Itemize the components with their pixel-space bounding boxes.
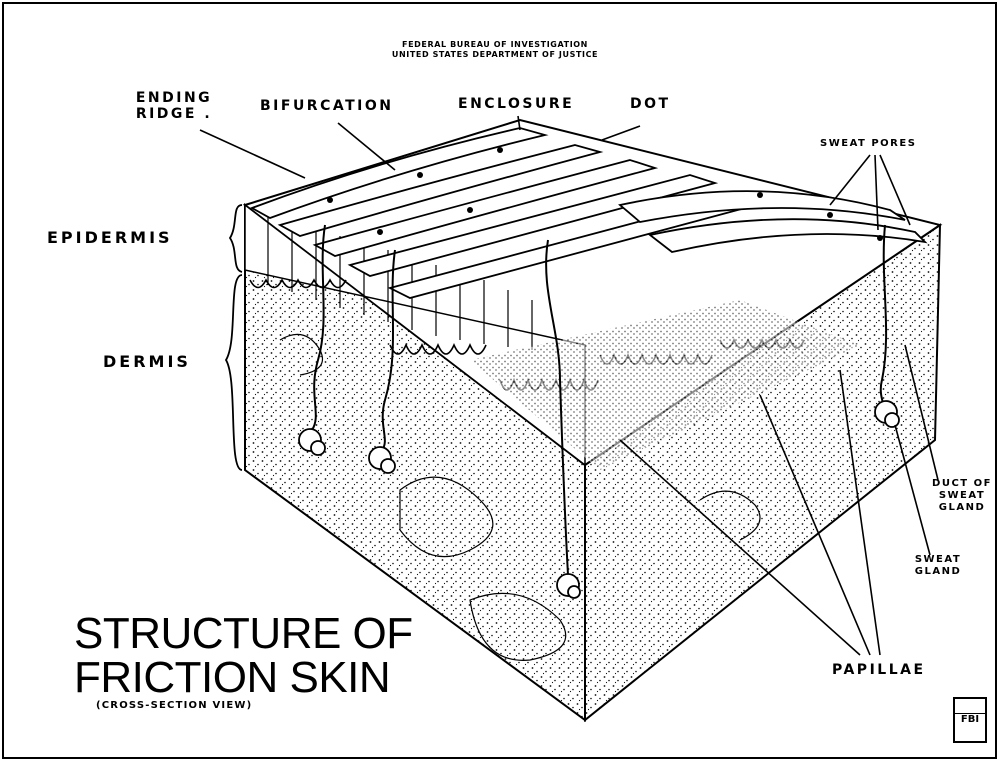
leader-ending-ridge <box>200 130 305 178</box>
title-line-1: STRUCTURE OF <box>74 612 413 656</box>
dermis-brace <box>226 275 242 470</box>
label-ending-ridge: ENDING RIDGE . <box>126 90 222 122</box>
label-enclosure: ENCLOSURE <box>458 96 574 112</box>
epidermis-brace <box>230 205 242 272</box>
label-sweat-pores: SWEAT PORES <box>820 138 916 150</box>
diagram-title: STRUCTURE OF FRICTION SKIN <box>74 612 413 700</box>
label-papillae: PAPILLAE <box>832 662 926 678</box>
leader-sweat-pores-1 <box>830 155 870 205</box>
title-line-2: FRICTION SKIN <box>74 656 413 700</box>
label-bifurcation: BIFURCATION <box>260 98 394 114</box>
diagram-subtitle: (CROSS-SECTION VIEW) <box>96 700 252 711</box>
label-dot: DOT <box>630 96 671 112</box>
label-dermis: DERMIS <box>103 352 191 371</box>
fbi-seal-logo: FBI <box>953 697 987 743</box>
leader-bifurcation <box>338 123 395 170</box>
label-sweat-gland: SWEAT GLAND <box>912 554 964 578</box>
fbi-logo-text: FBI <box>955 714 985 726</box>
leader-dot <box>602 126 640 140</box>
label-epidermis: EPIDERMIS <box>47 228 173 247</box>
label-duct-of-sweat-gland: DUCT OF SWEAT GLAND <box>926 478 998 514</box>
